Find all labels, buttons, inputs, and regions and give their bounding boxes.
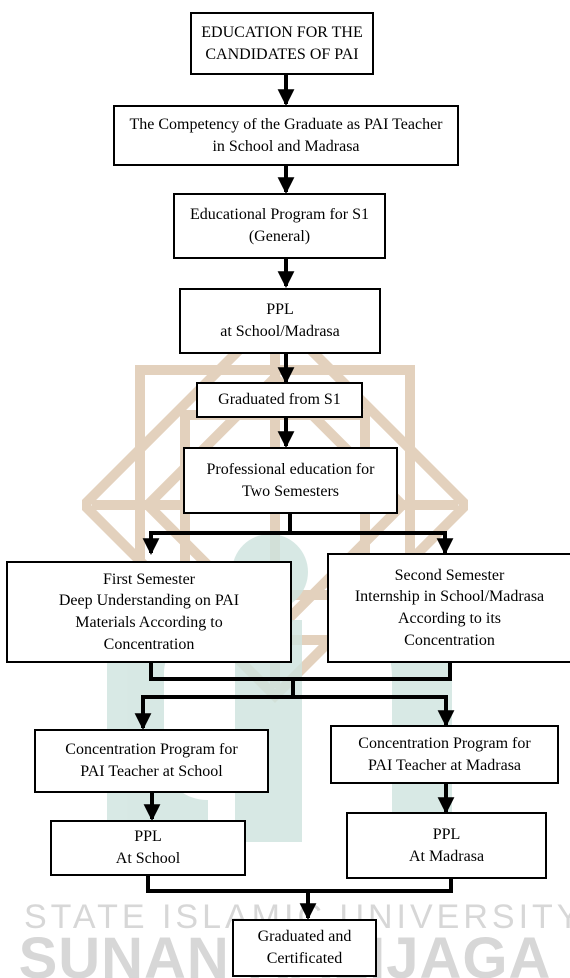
branch-to-school-program [134, 679, 295, 731]
flow-box-concentration-madrasa: Concentration Program for PAI Teacher at… [330, 725, 559, 784]
merge-ppl-school [146, 875, 308, 893]
merge-ppl-madrasa [308, 878, 453, 893]
flow-box-education-candidates: EDUCATION FOR THE CANDIDATES OF PAI [190, 12, 374, 75]
flow-box-second-semester: Second Semester Internship in School/Mad… [327, 553, 570, 663]
flow-box-ppl-at-school: PPL At School [50, 820, 246, 876]
flow-box-ppl-school-madrasa: PPL at School/Madrasa [179, 288, 381, 354]
branch-professional-to-semesters [142, 514, 292, 556]
merge-second-semester [293, 662, 452, 681]
flow-box-first-semester: First Semester Deep Understanding on PAI… [6, 561, 292, 663]
flow-box-competency-graduate: The Competency of the Graduate as PAI Te… [113, 105, 459, 166]
flow-box-educational-program-s1: Educational Program for S1 (General) [173, 193, 386, 259]
flow-box-graduated-from-s1: Graduated from S1 [196, 382, 363, 418]
branch-professional-to-second-semester [290, 531, 454, 556]
merge-first-semester [149, 662, 293, 681]
flow-box-concentration-school: Concentration Program for PAI Teacher at… [34, 729, 269, 793]
flow-box-graduated-certificated: Graduated and Certificated [232, 919, 377, 977]
flow-box-professional-education: Professional education for Two Semesters [183, 447, 398, 514]
branch-to-madrasa-program [293, 695, 455, 728]
flow-box-ppl-at-madrasa: PPL At Madrasa [346, 812, 547, 879]
